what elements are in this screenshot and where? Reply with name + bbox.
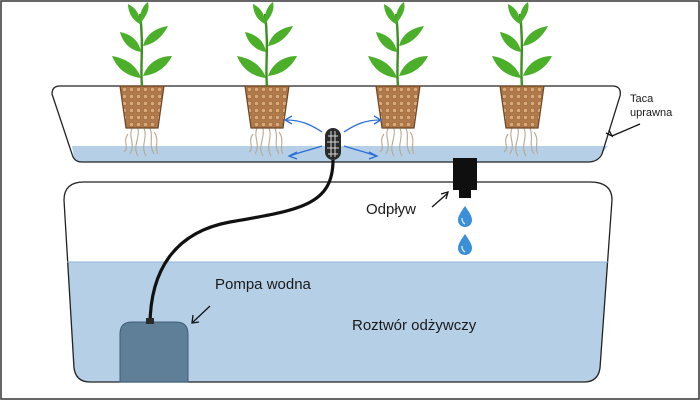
tray-callout xyxy=(611,123,641,137)
nutrient-solution-fill xyxy=(67,262,608,382)
pump-icon xyxy=(119,318,189,383)
plant-icon xyxy=(490,0,554,158)
plant-icon xyxy=(235,0,299,158)
pump-label: Pompa wodna xyxy=(215,276,312,293)
sprayer-icon xyxy=(325,128,341,160)
plant-icon xyxy=(110,0,174,158)
tray-label-line2: uprawna xyxy=(630,107,673,119)
pump-callout xyxy=(192,305,211,323)
callout-lines xyxy=(191,123,641,324)
drain-label: Odpływ xyxy=(366,201,416,218)
solution-label: Roztwór odżywczy xyxy=(352,317,477,334)
plant-icon xyxy=(366,0,430,158)
drop-icon xyxy=(457,205,473,228)
drain-callout xyxy=(431,192,449,208)
drop-icon xyxy=(457,233,473,256)
spray-arrows xyxy=(283,115,383,160)
tray-label-line1: Taca xyxy=(630,93,654,105)
tray-outline xyxy=(51,85,621,163)
water-hose xyxy=(148,159,335,327)
drain-icon xyxy=(453,158,477,198)
reservoir-outline xyxy=(63,181,613,383)
nutrient-reservoir xyxy=(63,181,613,383)
